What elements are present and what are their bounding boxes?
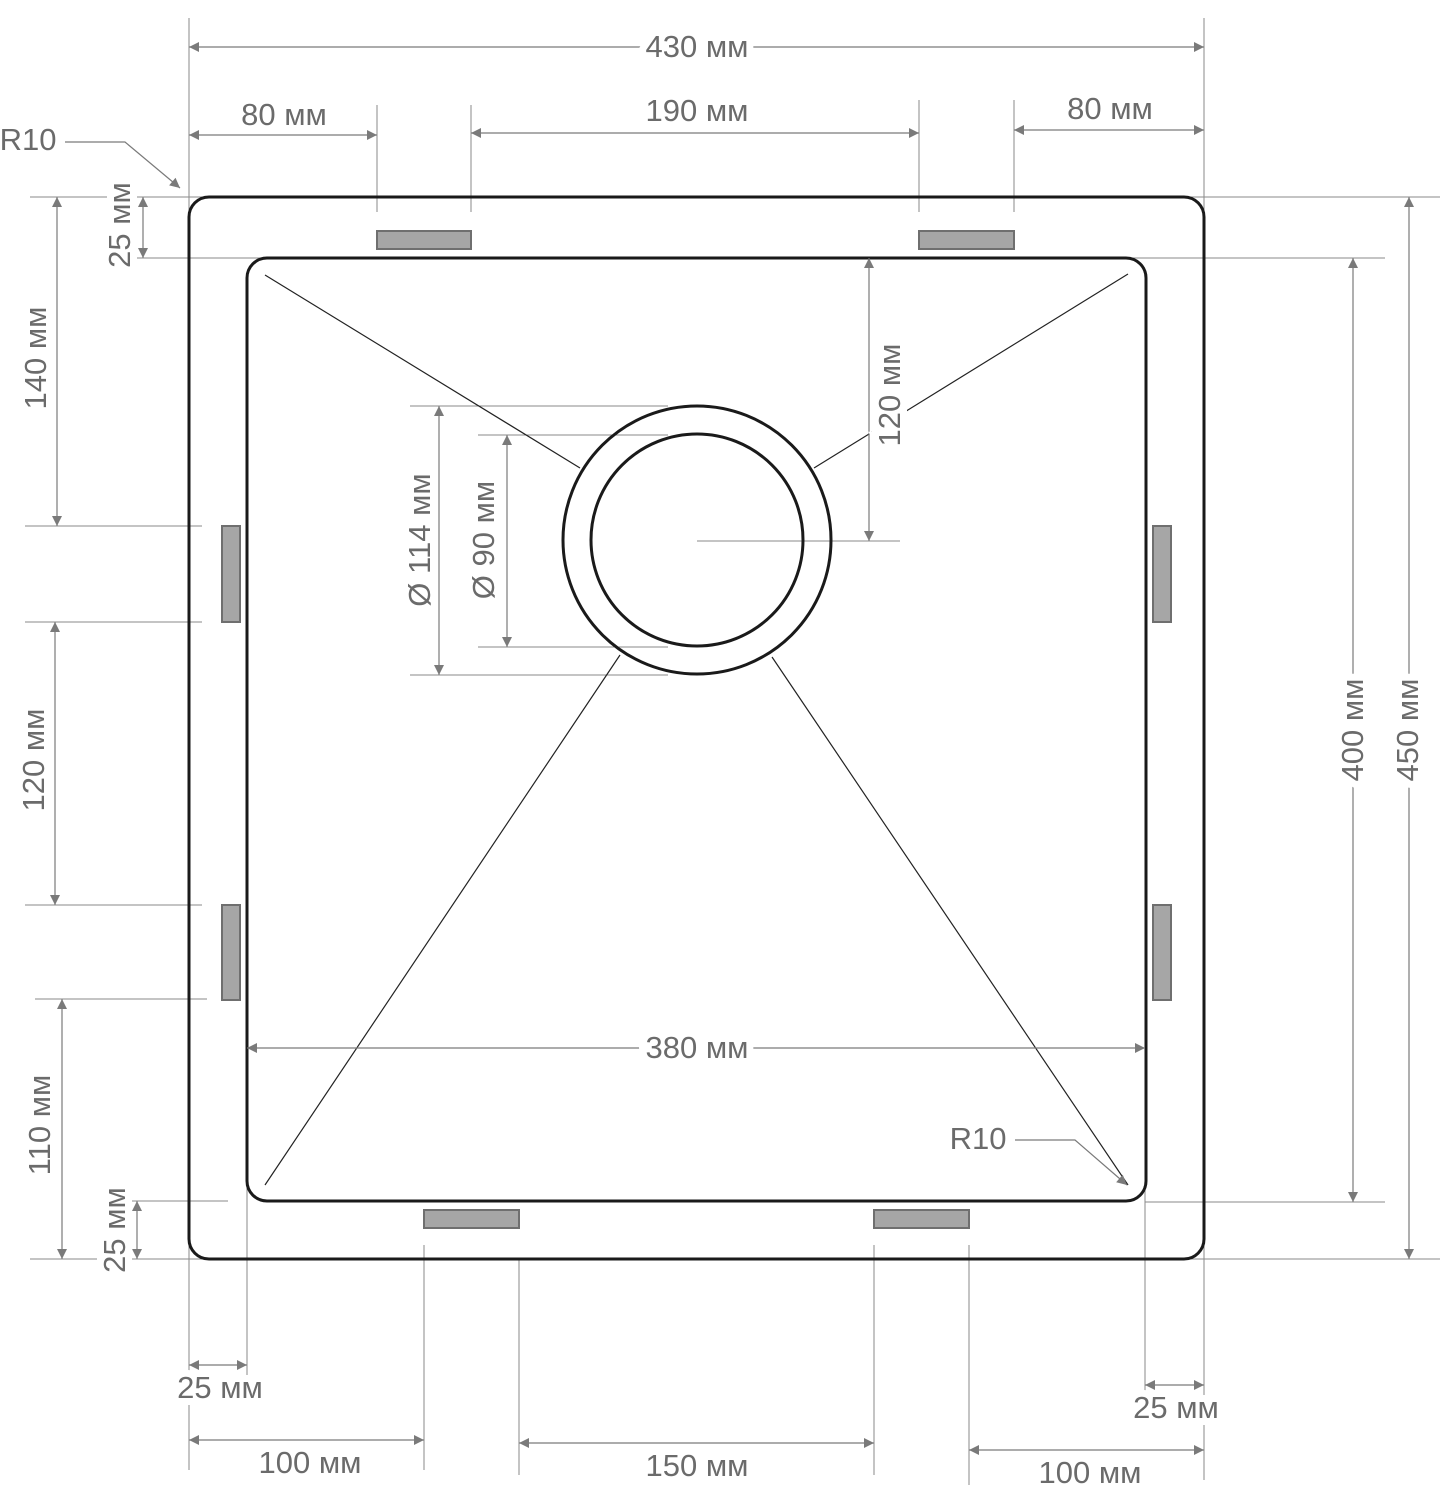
drain-outer-circle: [561, 404, 833, 676]
left-top-offset-label: 140 мм: [18, 307, 53, 410]
inner-radius-label: R10: [950, 1121, 1007, 1156]
drain-center-offset-label: 120 мм: [872, 344, 907, 447]
top-left-offset-label: 80 мм: [241, 97, 327, 132]
drain-inner-circle: [589, 432, 805, 648]
top-rim-label: 25 мм: [102, 182, 137, 268]
outer-radius-label: R10: [0, 122, 56, 157]
overall-width-label: 430 мм: [646, 29, 749, 64]
drain-outer-diameter-label: Ø 114 мм: [402, 473, 437, 606]
bottom-left-offset-label: 100 мм: [259, 1445, 362, 1480]
mounting-clips: [221, 230, 1172, 1229]
sink-bowl-outline: [245, 256, 1148, 1203]
overall-depth-label: 450 мм: [1390, 679, 1425, 782]
extension-lines: [25, 18, 1440, 1485]
inner-depth-label: 400 мм: [1335, 679, 1370, 782]
left-rim-label: 25 мм: [177, 1370, 263, 1405]
dimension-lines: [50, 42, 1414, 1455]
bottom-middle-span-label: 150 мм: [646, 1448, 749, 1483]
left-middle-span-label: 120 мм: [16, 709, 51, 812]
top-right-offset-label: 80 мм: [1067, 91, 1153, 126]
bottom-right-offset-label: 100 мм: [1039, 1455, 1142, 1490]
sink-outer-outline: [187, 195, 1206, 1261]
inner-width-label: 380 мм: [646, 1030, 749, 1065]
bowl-slope-lines: [264, 273, 1129, 1186]
dimension-labels: 430 мм 80 мм 190 мм 80 мм R10 R10 25 мм …: [0, 22, 1432, 1491]
drain-inner-diameter-label: Ø 90 мм: [466, 481, 501, 599]
left-bottom-offset-label: 110 мм: [22, 1075, 57, 1176]
right-rim-label: 25 мм: [1133, 1390, 1219, 1425]
bottom-rim-label: 25 мм: [97, 1187, 132, 1273]
top-middle-span-label: 190 мм: [646, 93, 749, 128]
